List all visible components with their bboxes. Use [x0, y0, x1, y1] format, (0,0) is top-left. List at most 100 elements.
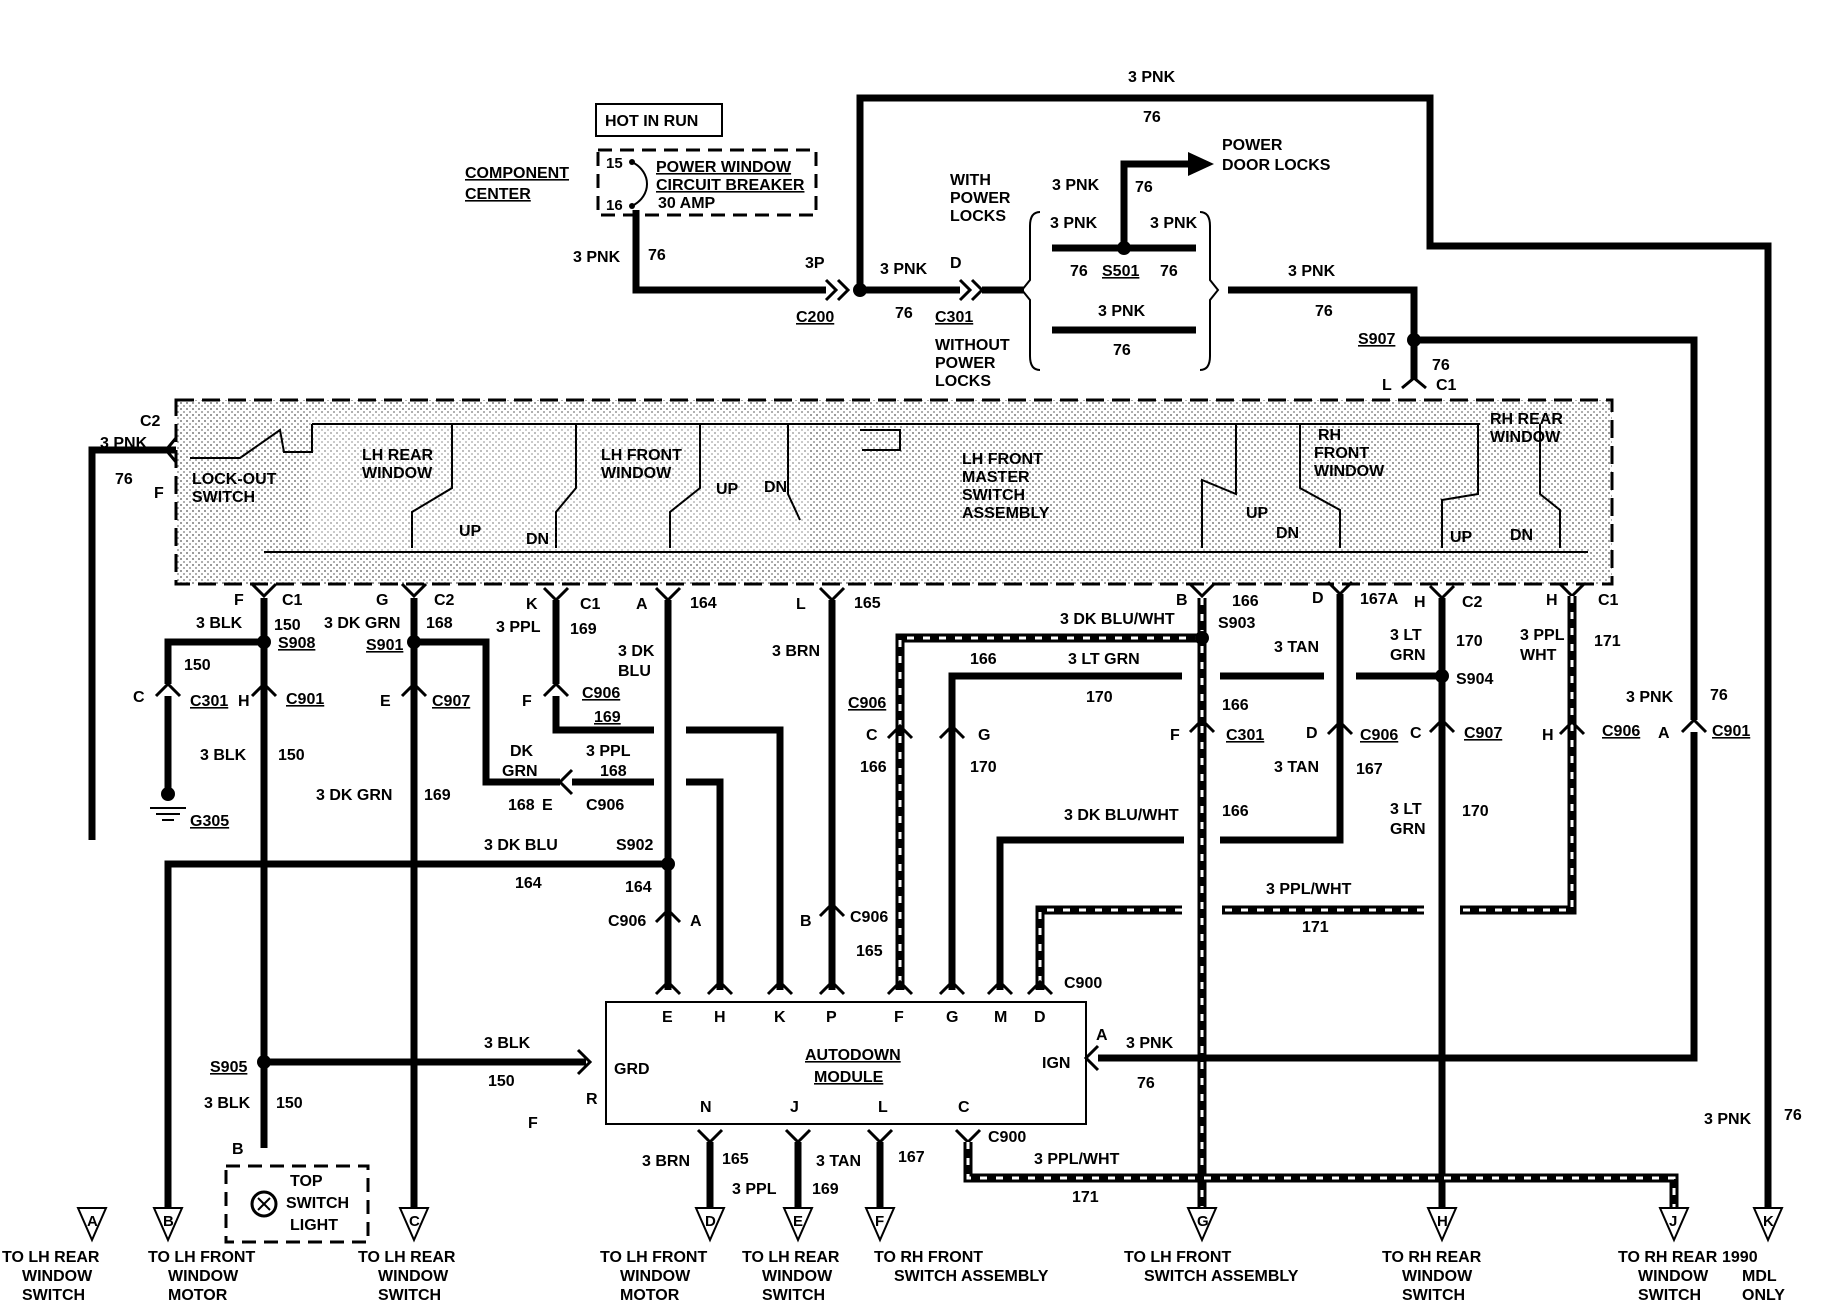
destination-label-line: 1990 [1722, 1249, 1758, 1266]
label-left-76: 76 [115, 471, 133, 488]
dn-label-1: DN [526, 531, 549, 548]
label-h-pin: H [238, 693, 250, 710]
module-pin-top-d: D [1034, 1009, 1046, 1026]
up-label-1: UP [459, 523, 482, 540]
circuit-breaker-box [596, 148, 818, 217]
label-c900-top: C900 [1064, 975, 1102, 992]
label-bottom-165: 165 [722, 1151, 749, 1168]
top-switch-light: TOP SWITCH LIGHT [224, 1164, 370, 1244]
module-pin-top-e: E [662, 1009, 673, 1026]
wire-option-s907 [1228, 286, 1418, 340]
destination-letter: B [163, 1213, 174, 1230]
label-without-pnk: 3 PNK [1098, 303, 1146, 320]
connector-ign [1083, 1044, 1100, 1072]
label-171-ppl: 3 PPL [1520, 627, 1565, 644]
label-h-pin2: H [1542, 727, 1554, 744]
wire-169-ppl [552, 696, 654, 734]
label-76-s501-right: 76 [1160, 263, 1178, 280]
destination-arrow-j [1658, 1207, 1690, 1243]
lockout-label-2: SWITCH [192, 489, 255, 506]
label-bottom-167: 167 [898, 1149, 925, 1166]
destination-label-line: WINDOW [620, 1268, 691, 1285]
splice-s908 [257, 635, 271, 649]
label-c906f: C906 [608, 913, 646, 930]
dn-label-2: DN [764, 479, 787, 496]
door-locks-label-2: DOOR LOCKS [1222, 157, 1331, 174]
switch-assembly: C2 3 PNK 76 F LOCK-OUT SWITCH LH REAR WI… [88, 398, 1614, 840]
destination-letter: G [1197, 1213, 1209, 1230]
up-label-3: UP [1246, 505, 1269, 522]
label-dk: DK [510, 743, 534, 760]
destination-label-line: ONLY [1742, 1287, 1785, 1304]
label-150c: 150 [278, 747, 305, 764]
module-grd: GRD [614, 1061, 650, 1078]
with-locks-label-3: LOCKS [950, 208, 1006, 225]
destination-letter: A [87, 1213, 98, 1230]
label-164-dk: 3 DK [618, 643, 655, 660]
pin-k-c1: K [526, 596, 538, 613]
destination-label-line: MOTOR [168, 1287, 228, 1304]
label-169-ppl: 3 PPL [496, 619, 541, 636]
label-166c: 166 [1222, 697, 1249, 714]
label-171-wht: WHT [1520, 647, 1557, 664]
destination-label-line: TO LH REAR [742, 1249, 840, 1266]
destination-label-line: SWITCH [22, 1287, 85, 1304]
rh-rear-label-2: WINDOW [1490, 429, 1561, 446]
dn-label-4: DN [1510, 527, 1533, 544]
destination-label-line: TO RH FRONT [874, 1249, 983, 1266]
wire-167-main [1220, 594, 1344, 844]
ground-symbol [150, 807, 186, 821]
label-bottom-169: 169 [812, 1181, 839, 1198]
label-s501-left: 3 PNK [1050, 215, 1098, 232]
breaker-title-2: CIRCUIT BREAKER [656, 177, 805, 194]
label-167a: 167A [1360, 591, 1399, 608]
assembly-connectors: F C1 G C2 K C1 A L B D H C2 H C1 [234, 580, 1619, 613]
destination-letter: H [1437, 1213, 1448, 1230]
destination-letter: F [875, 1213, 884, 1230]
module-pin-top-p: P [826, 1009, 837, 1026]
pin-c2-a: C2 [434, 592, 455, 609]
label-150-blk: 3 BLK [196, 615, 243, 632]
autodown-module-box [605, 1001, 1087, 1125]
component-center-label-2: CENTER [465, 186, 531, 203]
module-pin-bottom-j: J [790, 1099, 799, 1116]
destination-label-line: WINDOW [1402, 1268, 1473, 1285]
label-c907b: C907 [1464, 725, 1502, 742]
label-169: 169 [570, 621, 597, 638]
wire-door-locks [1120, 160, 1188, 248]
module-pin-bottom-n: N [700, 1099, 712, 1116]
label-167-b: 167 [1356, 761, 1383, 778]
label-bottom-c900: C900 [988, 1129, 1026, 1146]
label-168: 168 [426, 615, 453, 632]
label-168b: 168 [600, 763, 627, 780]
label-s908: S908 [278, 635, 315, 652]
label-k-76: 76 [1784, 1107, 1802, 1124]
label-a-pin: A [1658, 725, 1670, 742]
module-bottom-vees [696, 1128, 982, 1145]
module-pin-top-g: G [946, 1009, 958, 1026]
c200-pin-label: 3P [805, 255, 825, 272]
label-right-pnk: 3 PNK [1288, 263, 1336, 280]
light-bulb-icon [250, 1190, 278, 1218]
destination-label-line: MDL [1742, 1268, 1777, 1285]
ground-dot [161, 787, 175, 801]
destination-arrow-b [152, 1207, 184, 1243]
destination-arrow-a [76, 1207, 108, 1243]
rh-front-label-3: WINDOW [1314, 463, 1385, 480]
module-r: R [586, 1091, 598, 1108]
label-k-pnk: 3 PNK [1704, 1111, 1752, 1128]
label-170: 170 [1086, 689, 1113, 706]
destination-label-line: SWITCH [1638, 1287, 1701, 1304]
label-dkblu3: 3 DK BLU [484, 837, 558, 854]
destination-label-line: WINDOW [378, 1268, 449, 1285]
label-f-pin2: F [1170, 727, 1180, 744]
dome-top-label: TOP [290, 1173, 323, 1190]
label-g305: G305 [190, 813, 229, 830]
label-f-lone: F [528, 1115, 538, 1132]
label-170c: 170 [1462, 803, 1489, 820]
label-164c: 164 [625, 879, 652, 896]
